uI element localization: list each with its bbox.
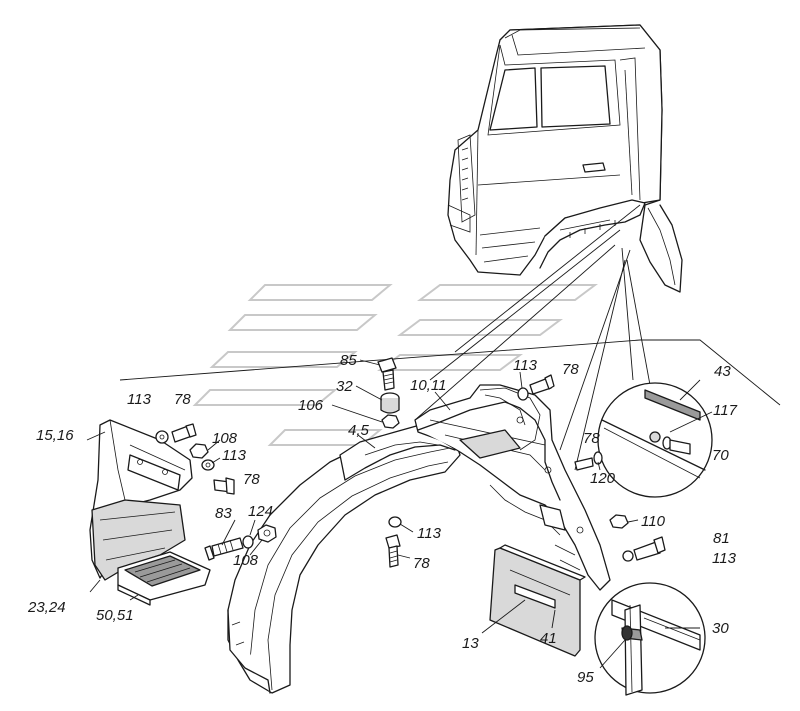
label-78-mid: 78 <box>583 430 600 447</box>
callout-labels: 85 32 106 4,5 10,11 113 78 43 117 70 78 … <box>27 352 738 686</box>
nut-110 <box>609 514 629 529</box>
washer-bolt-left <box>155 423 197 444</box>
label-78-top: 78 <box>562 361 579 378</box>
inset-detail-upper <box>597 382 713 498</box>
label-78-b: 78 <box>243 471 260 488</box>
spacer-32 <box>380 392 400 414</box>
step-bracket <box>89 419 193 581</box>
bolt-83 <box>204 537 244 561</box>
label-108-a: 108 <box>212 430 238 447</box>
washer-bolt-mid <box>574 451 603 471</box>
guide-lines <box>119 204 781 471</box>
leader-lines <box>86 359 713 669</box>
label-120: 120 <box>590 470 616 487</box>
fender-arch <box>227 424 461 694</box>
label-78-c: 78 <box>413 555 430 572</box>
label-81: 81 <box>713 530 730 547</box>
label-30: 30 <box>712 620 729 637</box>
label-106: 106 <box>298 397 324 414</box>
label-43: 43 <box>714 363 731 380</box>
fender-bracket <box>414 384 611 591</box>
watermark <box>192 284 598 446</box>
label-13: 13 <box>462 635 479 652</box>
label-4-5: 4,5 <box>348 422 370 439</box>
label-50-51: 50,51 <box>96 607 134 624</box>
label-83: 83 <box>215 505 232 522</box>
label-113-d: 113 <box>712 550 737 567</box>
mudflap <box>489 544 586 657</box>
label-113-b: 113 <box>222 447 247 464</box>
washer-bolt-lower <box>385 516 402 568</box>
washer-bolt-top <box>517 374 555 401</box>
label-78-left: 78 <box>174 391 191 408</box>
label-23-24: 23,24 <box>27 599 66 616</box>
label-70: 70 <box>712 447 729 464</box>
label-113-c: 113 <box>417 525 442 542</box>
label-85: 85 <box>340 352 357 369</box>
label-108-b: 108 <box>233 552 259 569</box>
label-32: 32 <box>336 378 353 395</box>
nut-106 <box>381 414 400 429</box>
label-117: 117 <box>713 402 738 419</box>
bolt-85 <box>377 357 397 391</box>
washer-124-nut-108 <box>242 524 277 549</box>
inset-detail-lower <box>594 582 706 696</box>
truck-cab <box>447 24 683 293</box>
label-113-top: 113 <box>513 357 538 374</box>
label-124: 124 <box>248 503 273 520</box>
label-95: 95 <box>577 669 594 686</box>
step-plate <box>117 551 211 606</box>
label-110: 110 <box>641 513 666 530</box>
label-113-left: 113 <box>127 391 152 408</box>
label-41: 41 <box>540 630 557 647</box>
label-15-16: 15,16 <box>36 427 74 444</box>
bolt-81-washer-113 <box>622 536 666 562</box>
label-10-11: 10,11 <box>410 377 446 394</box>
nut-washer-bolt-stack <box>189 443 235 495</box>
